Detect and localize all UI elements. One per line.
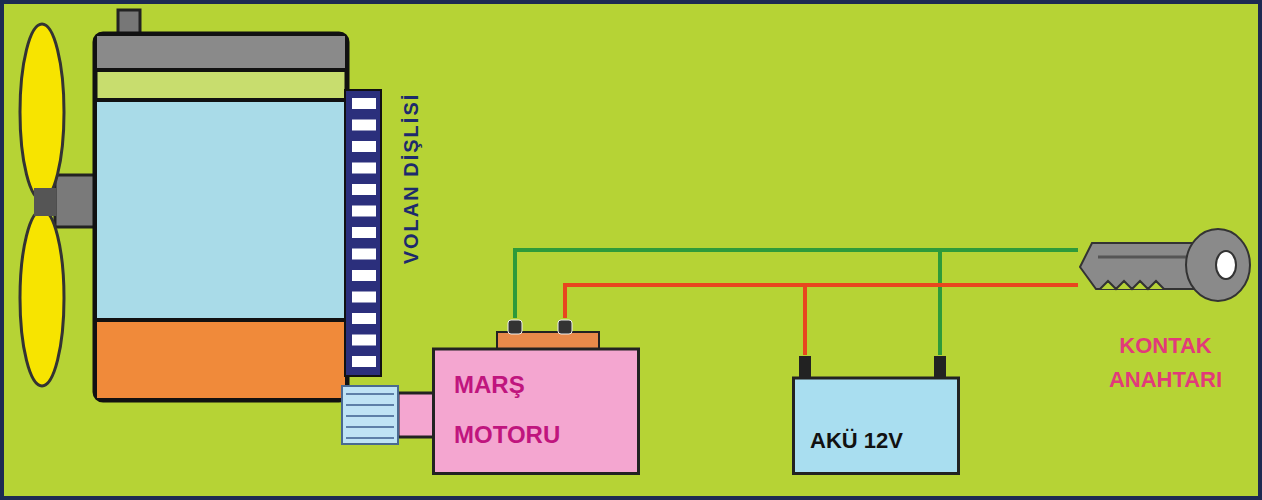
wire xyxy=(565,285,805,355)
gear-tooth xyxy=(352,249,376,260)
engine-line xyxy=(95,98,347,102)
gear-tooth xyxy=(352,313,376,324)
gear-tooth xyxy=(352,98,376,109)
gear-tooth xyxy=(352,120,376,131)
flywheel-teeth xyxy=(352,98,376,367)
gear-tooth xyxy=(352,184,376,195)
node-label: KONTAK ANAHTARI xyxy=(1088,329,1243,397)
fan-hub xyxy=(34,188,56,216)
pinion-tooth xyxy=(346,404,394,406)
gear-tooth xyxy=(352,270,376,281)
gear-tooth xyxy=(352,335,376,346)
engine-oil-pan xyxy=(97,320,345,398)
pinion-tooth xyxy=(346,437,394,439)
starter-shaft xyxy=(398,393,434,437)
engine-head xyxy=(97,36,345,70)
engine-line xyxy=(95,68,347,72)
fan-shaft xyxy=(55,175,97,227)
wire xyxy=(565,285,1078,318)
gear-tooth xyxy=(352,227,376,238)
battery-box: AKÜ 12V xyxy=(792,355,960,475)
pinion-tooth xyxy=(346,393,394,395)
gear-tooth xyxy=(352,163,376,174)
gear-tooth xyxy=(352,356,376,367)
pinion-teeth xyxy=(346,394,394,438)
pinion-tooth xyxy=(346,426,394,428)
engine-line xyxy=(95,318,347,322)
fan-blade xyxy=(20,24,64,200)
flywheel-gear xyxy=(345,90,381,376)
gear-tooth xyxy=(352,141,376,152)
engine-block xyxy=(95,34,347,400)
starter-motor-box: MARŞ MOTORU xyxy=(432,318,640,475)
node-shape xyxy=(792,355,960,475)
fan-blade xyxy=(20,210,64,386)
node-label: AKÜ 12V xyxy=(810,427,950,455)
part-name: VOLAN DİŞLİSİ xyxy=(400,92,423,264)
ignition-key: KONTAK ANAHTARI xyxy=(1078,225,1253,415)
pinion-tooth xyxy=(346,415,394,417)
starter-pinion xyxy=(342,386,398,444)
gear-tooth xyxy=(352,292,376,303)
engine-cylinder xyxy=(97,100,345,320)
gear-tooth xyxy=(352,206,376,217)
node-label: MARŞ MOTORU xyxy=(454,360,604,460)
